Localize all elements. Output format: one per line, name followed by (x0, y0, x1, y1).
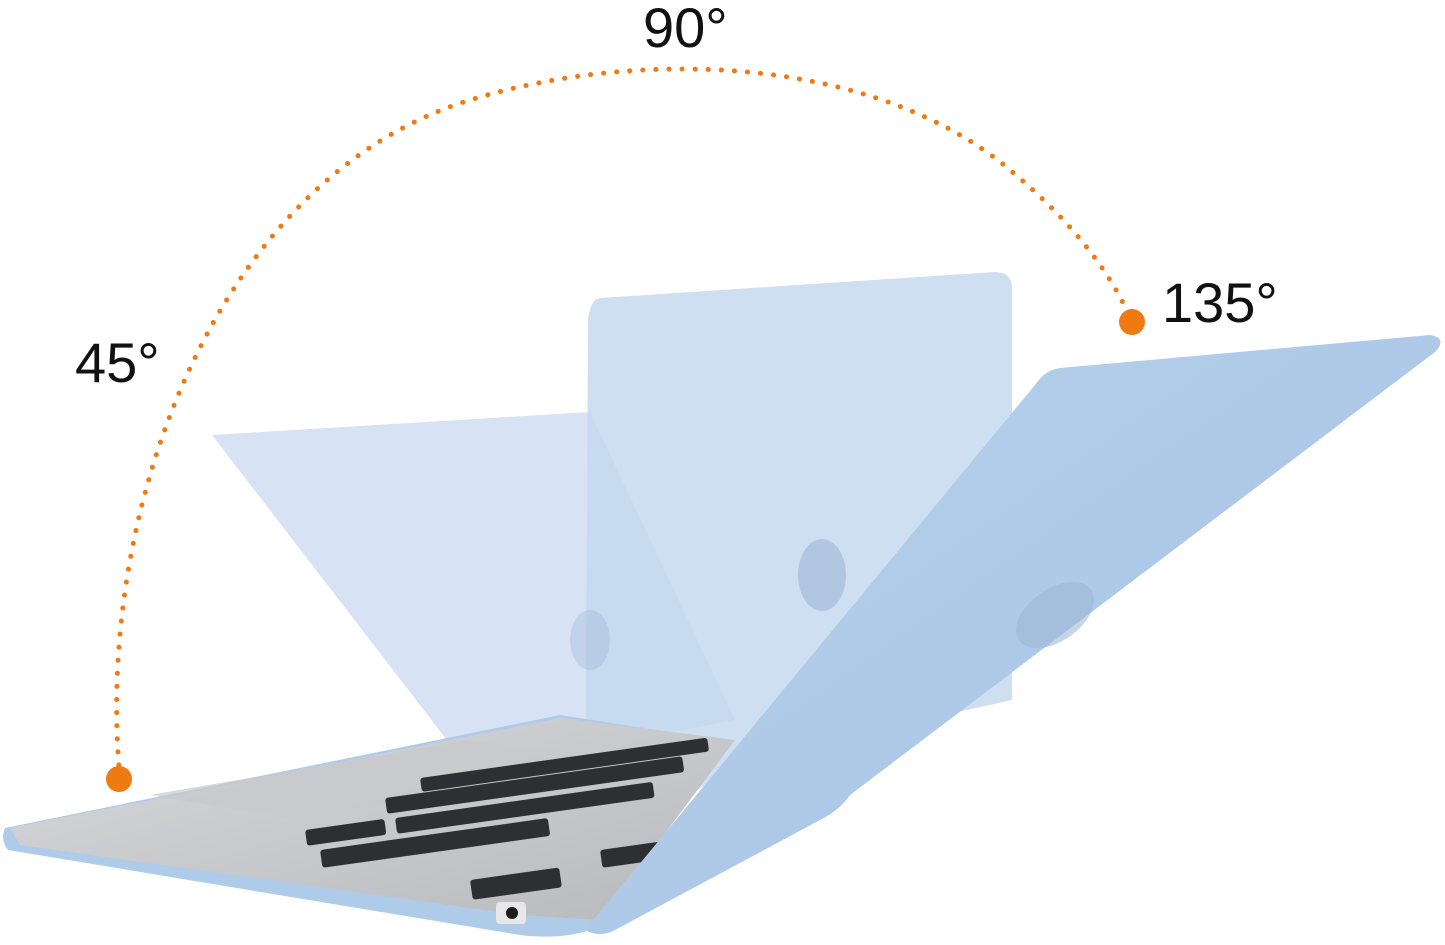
keyboard (305, 738, 709, 900)
logo-icon (570, 539, 1095, 670)
headphone-jack (506, 907, 518, 919)
angle-label-45: 45° (75, 331, 160, 394)
arc-endpoint-135 (1119, 309, 1145, 335)
angle-label-90: 90° (643, 0, 728, 59)
trackpad (150, 740, 600, 820)
angle-label-135: 135° (1162, 271, 1278, 334)
lid-135-degrees (585, 335, 1441, 934)
arc-endpoint-45 (106, 766, 132, 792)
